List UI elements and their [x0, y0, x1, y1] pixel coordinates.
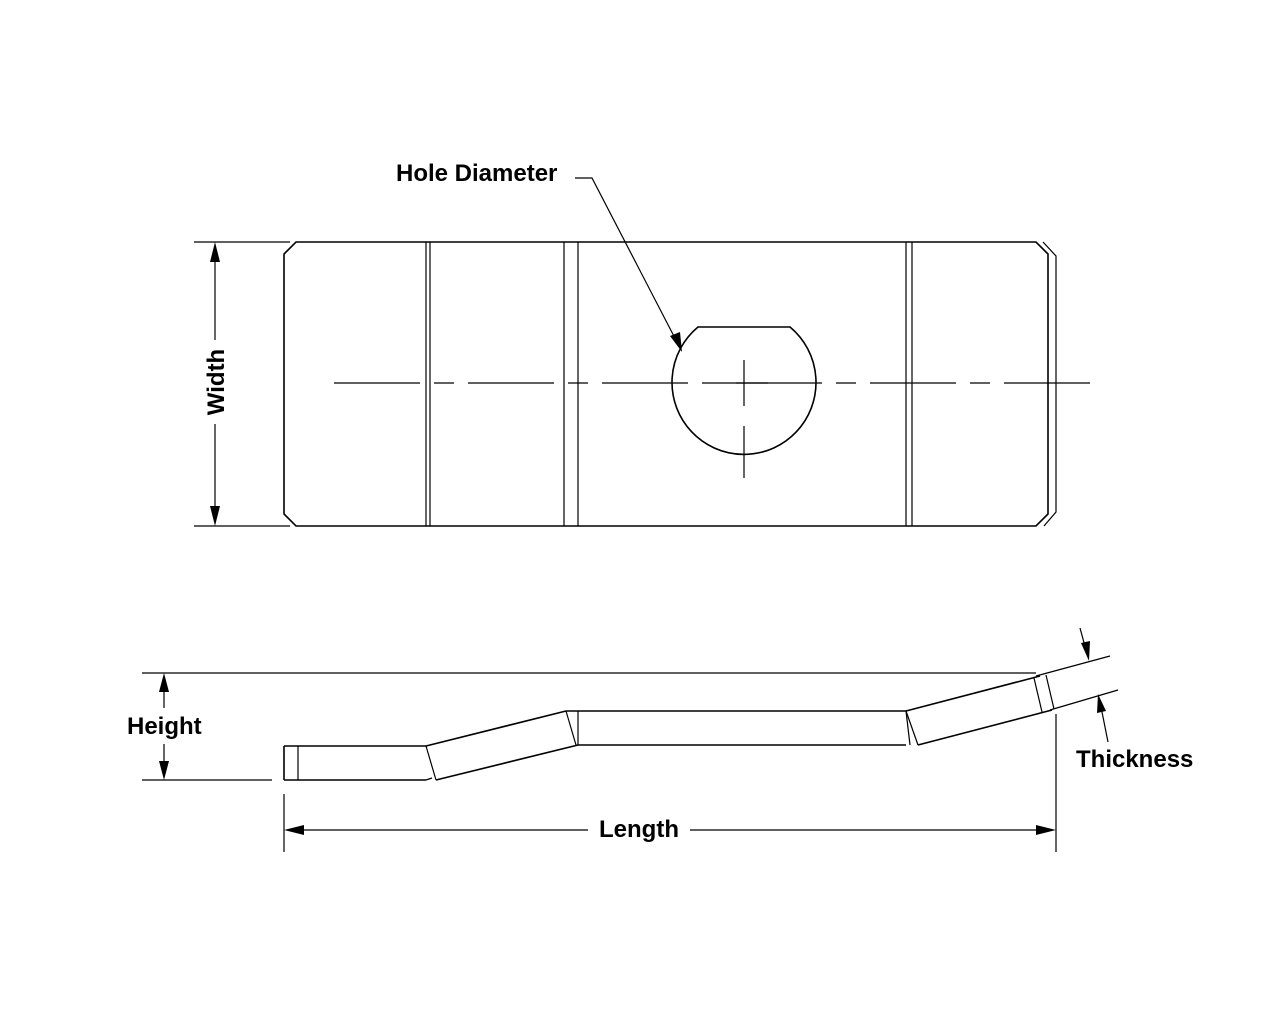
bend-mark — [425, 777, 433, 781]
thickness-dimension: Thickness — [1035, 627, 1193, 773]
side-flat-middle — [566, 710, 906, 746]
hole-diameter-callout: Hole Diameter — [396, 160, 682, 352]
bend-mark — [425, 745, 437, 781]
extension-line — [1035, 655, 1111, 677]
bend-mark — [905, 710, 911, 746]
height-arrow-bottom — [159, 761, 169, 780]
plate-outline-top — [283, 241, 1049, 527]
plate-edge-chamfer — [1042, 241, 1057, 527]
hole-diameter-label: Hole Diameter — [396, 160, 557, 187]
bend-mark — [1033, 677, 1043, 713]
width-label: Width — [203, 349, 230, 415]
thickness-arrow-top — [1081, 641, 1090, 661]
side-flat-left — [283, 745, 426, 781]
bend-mark — [905, 710, 919, 746]
bend-mark — [1045, 674, 1055, 710]
extension-line — [1049, 689, 1119, 711]
side-ramp-right — [905, 675, 1053, 746]
top-view — [283, 241, 1096, 527]
thickness-arrow-bottom — [1097, 694, 1106, 713]
side-ramp-left — [425, 710, 579, 781]
width-arrow-top — [210, 242, 220, 262]
length-dimension: Length — [283, 714, 1057, 852]
width-arrow-bottom — [210, 506, 220, 526]
bend-mark — [565, 710, 577, 746]
thickness-label: Thickness — [1076, 746, 1193, 773]
side-view — [283, 674, 1055, 781]
length-arrow-left — [284, 825, 304, 835]
length-label: Length — [599, 816, 679, 843]
hole-diameter-arrowhead — [670, 332, 682, 352]
length-arrow-right — [1036, 825, 1056, 835]
height-arrow-top — [159, 673, 169, 692]
hole-diameter-leader — [575, 177, 679, 345]
width-dimension: Width — [194, 241, 290, 527]
hole — [671, 326, 817, 456]
height-dimension: Height — [127, 672, 1036, 781]
height-label: Height — [127, 713, 202, 740]
